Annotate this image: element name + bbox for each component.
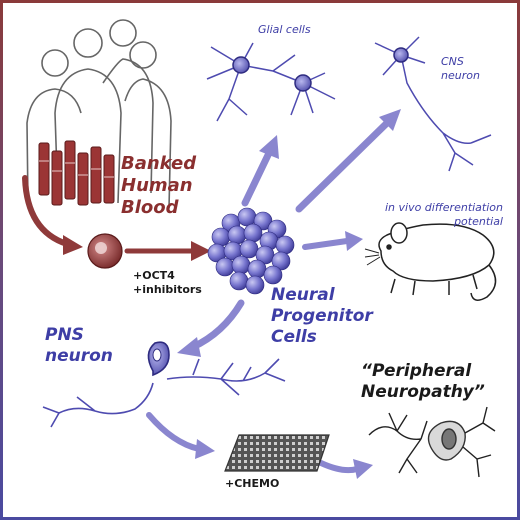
- glial-cells-icon: [206, 42, 336, 122]
- label-pns-line-2: neuron: [45, 346, 113, 366]
- arrow-to-pns: [189, 299, 245, 351]
- arrow-head-cell-to-npc: [191, 241, 211, 261]
- label-blood-line-2: Human: [121, 175, 193, 196]
- label-peripheral-neuropathy: “Peripheral Neuropathy”: [361, 361, 485, 403]
- label-blood-line-3: Blood: [121, 197, 179, 218]
- label-npc-line-2: Progenitor: [271, 306, 373, 326]
- arrow-to-chemo: [146, 412, 202, 452]
- label-glial-cells: Glial cells: [258, 23, 311, 36]
- blood-tubes-icon: [38, 140, 115, 206]
- label-chemo: +CHEMO: [225, 477, 280, 490]
- label-neuropathy-line-1: “Peripheral: [361, 361, 472, 381]
- chemo-grid-icon: [224, 434, 330, 472]
- arrow-head-to-glial: [259, 135, 279, 159]
- label-cns-line-1: CNS: [441, 55, 464, 68]
- label-neural-progenitor-cells: Neural Progenitor Cells: [271, 285, 373, 348]
- diagram-art: [22, 19, 497, 479]
- arrow-head-to-pns: [177, 337, 201, 357]
- label-npc-line-1: Neural: [271, 285, 335, 305]
- mouse-icon: [364, 222, 497, 301]
- differentiation-arrows: [146, 109, 401, 479]
- label-npc-line-3: Cells: [271, 327, 317, 347]
- cns-neuron-icon: [374, 36, 492, 172]
- arrow-head-to-in-vivo: [345, 231, 363, 251]
- arrow-to-cns: [295, 119, 391, 213]
- label-blood-line-1: Banked: [121, 153, 197, 174]
- arrow-head-to-chemo: [195, 439, 215, 459]
- label-cns-line-2: neuron: [441, 69, 480, 82]
- blood-cell-icon: [87, 233, 123, 269]
- arrow-to-glial: [241, 149, 273, 207]
- arrow-head-blood-to-cell: [63, 235, 83, 255]
- human-silhouettes-icon: [26, 19, 172, 209]
- label-in-vivo-line-2: potential: [454, 215, 503, 228]
- label-oct4: +OCT4: [133, 269, 175, 282]
- damaged-neuron-icon: [368, 406, 496, 478]
- label-cns-neuron: CNS neuron: [441, 55, 480, 83]
- label-pns-line-1: PNS: [45, 325, 84, 345]
- arrow-head-to-neuropathy: [353, 459, 373, 479]
- arrow-head-to-cns: [379, 109, 401, 131]
- neural-progenitor-cluster-icon: [207, 207, 295, 295]
- arrow-blood-to-cell: [22, 175, 70, 247]
- label-in-vivo: in vivo differentiation potential: [355, 201, 503, 229]
- label-banked-human-blood: Banked Human Blood: [121, 153, 196, 219]
- label-inhibitors: +inhibitors: [133, 283, 202, 296]
- label-neuropathy-line-2: Neuropathy”: [361, 382, 485, 402]
- label-reprogramming: +OCT4 +inhibitors: [133, 269, 202, 297]
- label-pns-neuron: PNS neuron: [45, 325, 113, 367]
- arrow-to-in-vivo: [302, 238, 350, 250]
- pns-neuron-icon: [42, 341, 286, 428]
- arrow-to-neuropathy: [318, 460, 360, 474]
- label-in-vivo-line-1: in vivo differentiation: [384, 201, 503, 214]
